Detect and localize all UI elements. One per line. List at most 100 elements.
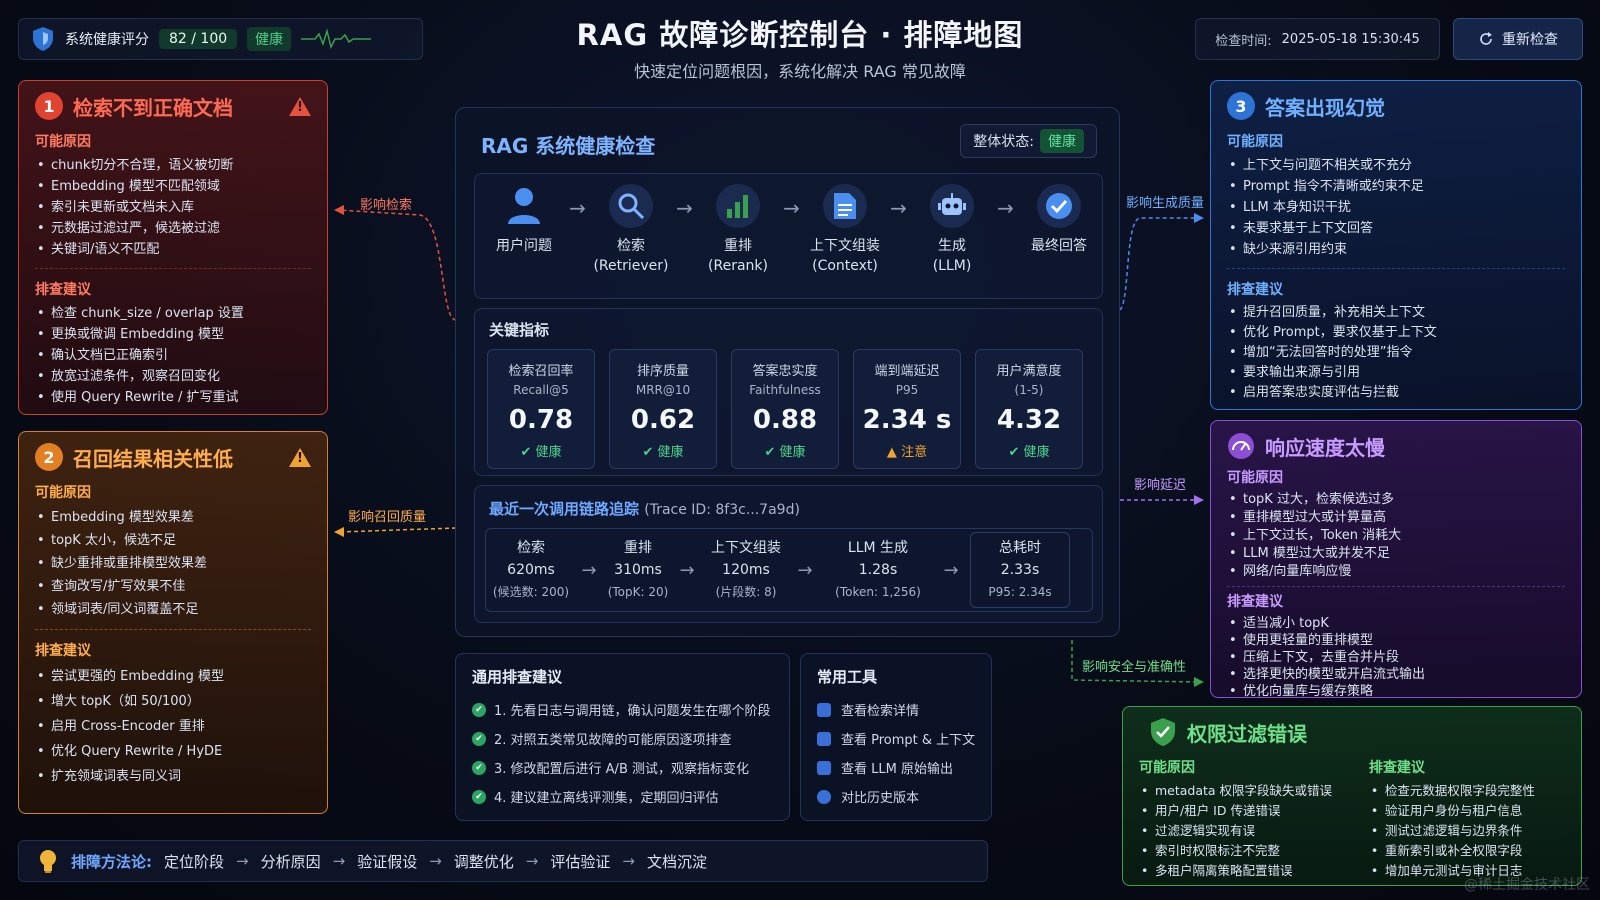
metric-card-recall[interactable]: 检索召回率 Recall@5 0.78 ✔ 健康 bbox=[487, 349, 595, 469]
panel-title: 权限过滤错误 bbox=[1187, 721, 1307, 746]
fault-panel-slow-response: 响应速度太慢 可能原因 topK 过大，检索候选过多 重排模型过大或计算量高 上… bbox=[1210, 420, 1582, 700]
tip-item: ✔4. 建议建立离线评测集，定期回归评估 bbox=[472, 782, 773, 811]
list-item: 适当减小 topK bbox=[1227, 615, 1565, 632]
trace-step-note: (片段数: 8) bbox=[715, 585, 777, 599]
check-icon: ✔ bbox=[472, 731, 486, 746]
stage-name: 重排 bbox=[724, 238, 752, 254]
fix-list: 检查 chunk_size / overlap 设置 更换或微调 Embeddi… bbox=[35, 303, 311, 408]
check-icon: ✔ bbox=[1008, 445, 1024, 460]
tool-retrieval-details[interactable]: 查看检索详情 bbox=[817, 695, 975, 724]
check-icon: ✔ bbox=[642, 445, 658, 460]
tip-text: 2. 对照五类常见故障的可能原因逐项排查 bbox=[494, 733, 732, 748]
list-item: 尝试更强的 Embedding 模型 bbox=[35, 664, 311, 689]
list-item: 索引时权限标注不完整 bbox=[1139, 841, 1353, 861]
tip-item: ✔ 2. 对照五类常见故障的可能原因逐项排查 bbox=[472, 724, 773, 753]
tools-title: 常用工具 bbox=[817, 668, 878, 686]
stage-context[interactable]: 上下文组装 (Context) bbox=[804, 184, 886, 276]
fix-heading: 排查建议 bbox=[1227, 594, 1283, 610]
check-icon: ✔ bbox=[472, 702, 486, 717]
list-item: 优化向量库与缓存策略 bbox=[1227, 683, 1565, 700]
check-circle-icon bbox=[1037, 184, 1081, 228]
overall-label: 整体状态: bbox=[973, 134, 1034, 150]
cause-heading: 可能原因 bbox=[35, 485, 91, 501]
lock-icon bbox=[817, 760, 831, 775]
fix-list: 尝试更强的 Embedding 模型 增大 topK（如 50/100） 启用 … bbox=[35, 664, 311, 789]
list-item: LLM 本身知识干扰 bbox=[1227, 197, 1565, 218]
bar-chart-icon bbox=[716, 184, 760, 228]
arrow-icon: → bbox=[429, 852, 442, 870]
trace-row: 检索 620ms (候选数: 200) → 重排 310ms (TopK: 20… bbox=[485, 528, 1093, 612]
list-item: Embedding 模型效果差 bbox=[35, 506, 311, 529]
stage-sub: (Retriever) bbox=[593, 258, 669, 274]
metric-status-text: 健康 bbox=[535, 445, 562, 460]
stage-name: 用户问题 bbox=[496, 238, 552, 254]
list-item: 缺少来源引用约束 bbox=[1227, 239, 1565, 260]
trace-step-time: 310ms bbox=[614, 562, 662, 578]
recheck-button[interactable]: 重新检查 bbox=[1453, 18, 1583, 60]
heartbeat-icon bbox=[301, 28, 372, 50]
connector-recall bbox=[337, 527, 457, 533]
lightbulb-icon bbox=[40, 850, 56, 873]
arrow-icon: → bbox=[569, 196, 586, 220]
list-item: 索引未更新或文档未入库 bbox=[35, 197, 311, 218]
search-icon bbox=[609, 184, 653, 228]
tool-label: 查看 LLM 原始输出 bbox=[841, 762, 953, 777]
stage-llm[interactable]: 生成 (LLM) bbox=[911, 184, 993, 276]
tip-item: ✔1. 先看日志与调用链，确认问题发生在哪个阶段 bbox=[472, 695, 773, 724]
metric-card-satisfaction[interactable]: 用户满意度 (1-5) 4.32 ✔ 健康 bbox=[975, 349, 1083, 469]
list-item: 网络/向量库响应慢 bbox=[1227, 563, 1565, 581]
stage-name: 最终回答 bbox=[1031, 238, 1087, 254]
tool-label: 对比历史版本 bbox=[841, 791, 920, 806]
list-item: 过滤逻辑实现有误 bbox=[1139, 821, 1353, 841]
list-item: 启用答案忠实度评估与拦截 bbox=[1227, 383, 1565, 403]
arrow-icon: → bbox=[236, 852, 249, 870]
stage-sub: (Rerank) bbox=[708, 258, 768, 274]
metric-name: 检索召回率 bbox=[508, 364, 574, 379]
connector-arrow bbox=[334, 205, 344, 215]
trace-step-time: 1.28s bbox=[858, 562, 898, 578]
tool-history-compare[interactable]: 对比历史版本 bbox=[817, 782, 975, 811]
trace-total[interactable]: 总耗时 2.33s P95: 2.34s bbox=[970, 532, 1070, 608]
check-icon: ✔ bbox=[472, 760, 486, 775]
trace-step[interactable]: 上下文组装 120ms (片段数: 8) bbox=[700, 537, 792, 603]
cause-list: 上下文与问题不相关或不充分 Prompt 指令不清晰或约束不足 LLM 本身知识… bbox=[1227, 155, 1565, 260]
fix-heading: 排查建议 bbox=[1368, 760, 1425, 776]
stage-sub: (Context) bbox=[812, 258, 878, 274]
cause-heading: 可能原因 bbox=[1227, 470, 1283, 486]
list-item: chunk切分不合理，语义被切断 bbox=[35, 155, 311, 176]
shield-icon bbox=[33, 27, 53, 51]
list-item: 元数据过滤过严，候选被过滤 bbox=[35, 218, 311, 239]
panel-title: 召回结果相关性低 bbox=[73, 446, 233, 471]
metric-status: ✔ 健康 bbox=[488, 441, 594, 460]
tool-llm-output[interactable]: 查看 LLM 原始输出 bbox=[817, 753, 975, 782]
connector-arrow bbox=[1194, 213, 1204, 223]
stage-final-answer[interactable]: 最终回答 bbox=[1018, 184, 1100, 256]
stage-user-question[interactable]: 用户问题 bbox=[483, 184, 565, 256]
list-item: 测试过滤逻辑与边界条件 bbox=[1369, 821, 1565, 841]
tool-prompt-context[interactable]: 查看 Prompt & 上下文 bbox=[817, 724, 975, 753]
trace-step-name: 上下文组装 bbox=[711, 540, 781, 556]
warning-icon bbox=[289, 96, 311, 116]
trace-step[interactable]: 检索 620ms (候选数: 200) bbox=[486, 537, 576, 603]
metric-card-latency[interactable]: 端到端延迟 P95 2.34 s ▲ 注意 bbox=[853, 349, 961, 469]
trace-step[interactable]: LLM 生成 1.28s (Token: 1,256) bbox=[818, 537, 938, 603]
list-item: Embedding 模型不匹配领域 bbox=[35, 176, 311, 197]
arrow-icon: → bbox=[525, 852, 539, 870]
list-item: 使用 Query Rewrite / 扩写重试 bbox=[35, 387, 311, 408]
stage-retriever[interactable]: 检索 (Retriever) bbox=[590, 184, 672, 276]
panel-title: 答案出现幻觉 bbox=[1265, 95, 1385, 120]
metric-status: ✔ 健康 bbox=[732, 441, 838, 460]
method-step: 调整优化 bbox=[453, 852, 514, 871]
trace-step[interactable]: 重排 310ms (TopK: 20) bbox=[602, 537, 674, 603]
arrow-icon: → bbox=[679, 559, 695, 581]
panel-number: 1 bbox=[35, 92, 63, 120]
tool-label: 查看检索详情 bbox=[841, 704, 920, 719]
list-item: 用户/租户 ID 传递错误 bbox=[1139, 801, 1353, 821]
check-time-value: 2025-05-18 15:30:45 bbox=[1281, 31, 1420, 47]
metric-value: 4.32 bbox=[996, 405, 1062, 435]
stage-rerank[interactable]: 重排 (Rerank) bbox=[697, 184, 779, 276]
metric-card-mrr[interactable]: 排序质量 MRR@10 0.62 ✔ 健康 bbox=[609, 349, 717, 469]
list-item: 启用 Cross-Encoder 重排 bbox=[35, 714, 311, 739]
stage-sub: (LLM) bbox=[932, 258, 972, 274]
metric-card-faithfulness[interactable]: 答案忠实度 Faithfulness 0.88 ✔ 健康 bbox=[731, 349, 839, 469]
